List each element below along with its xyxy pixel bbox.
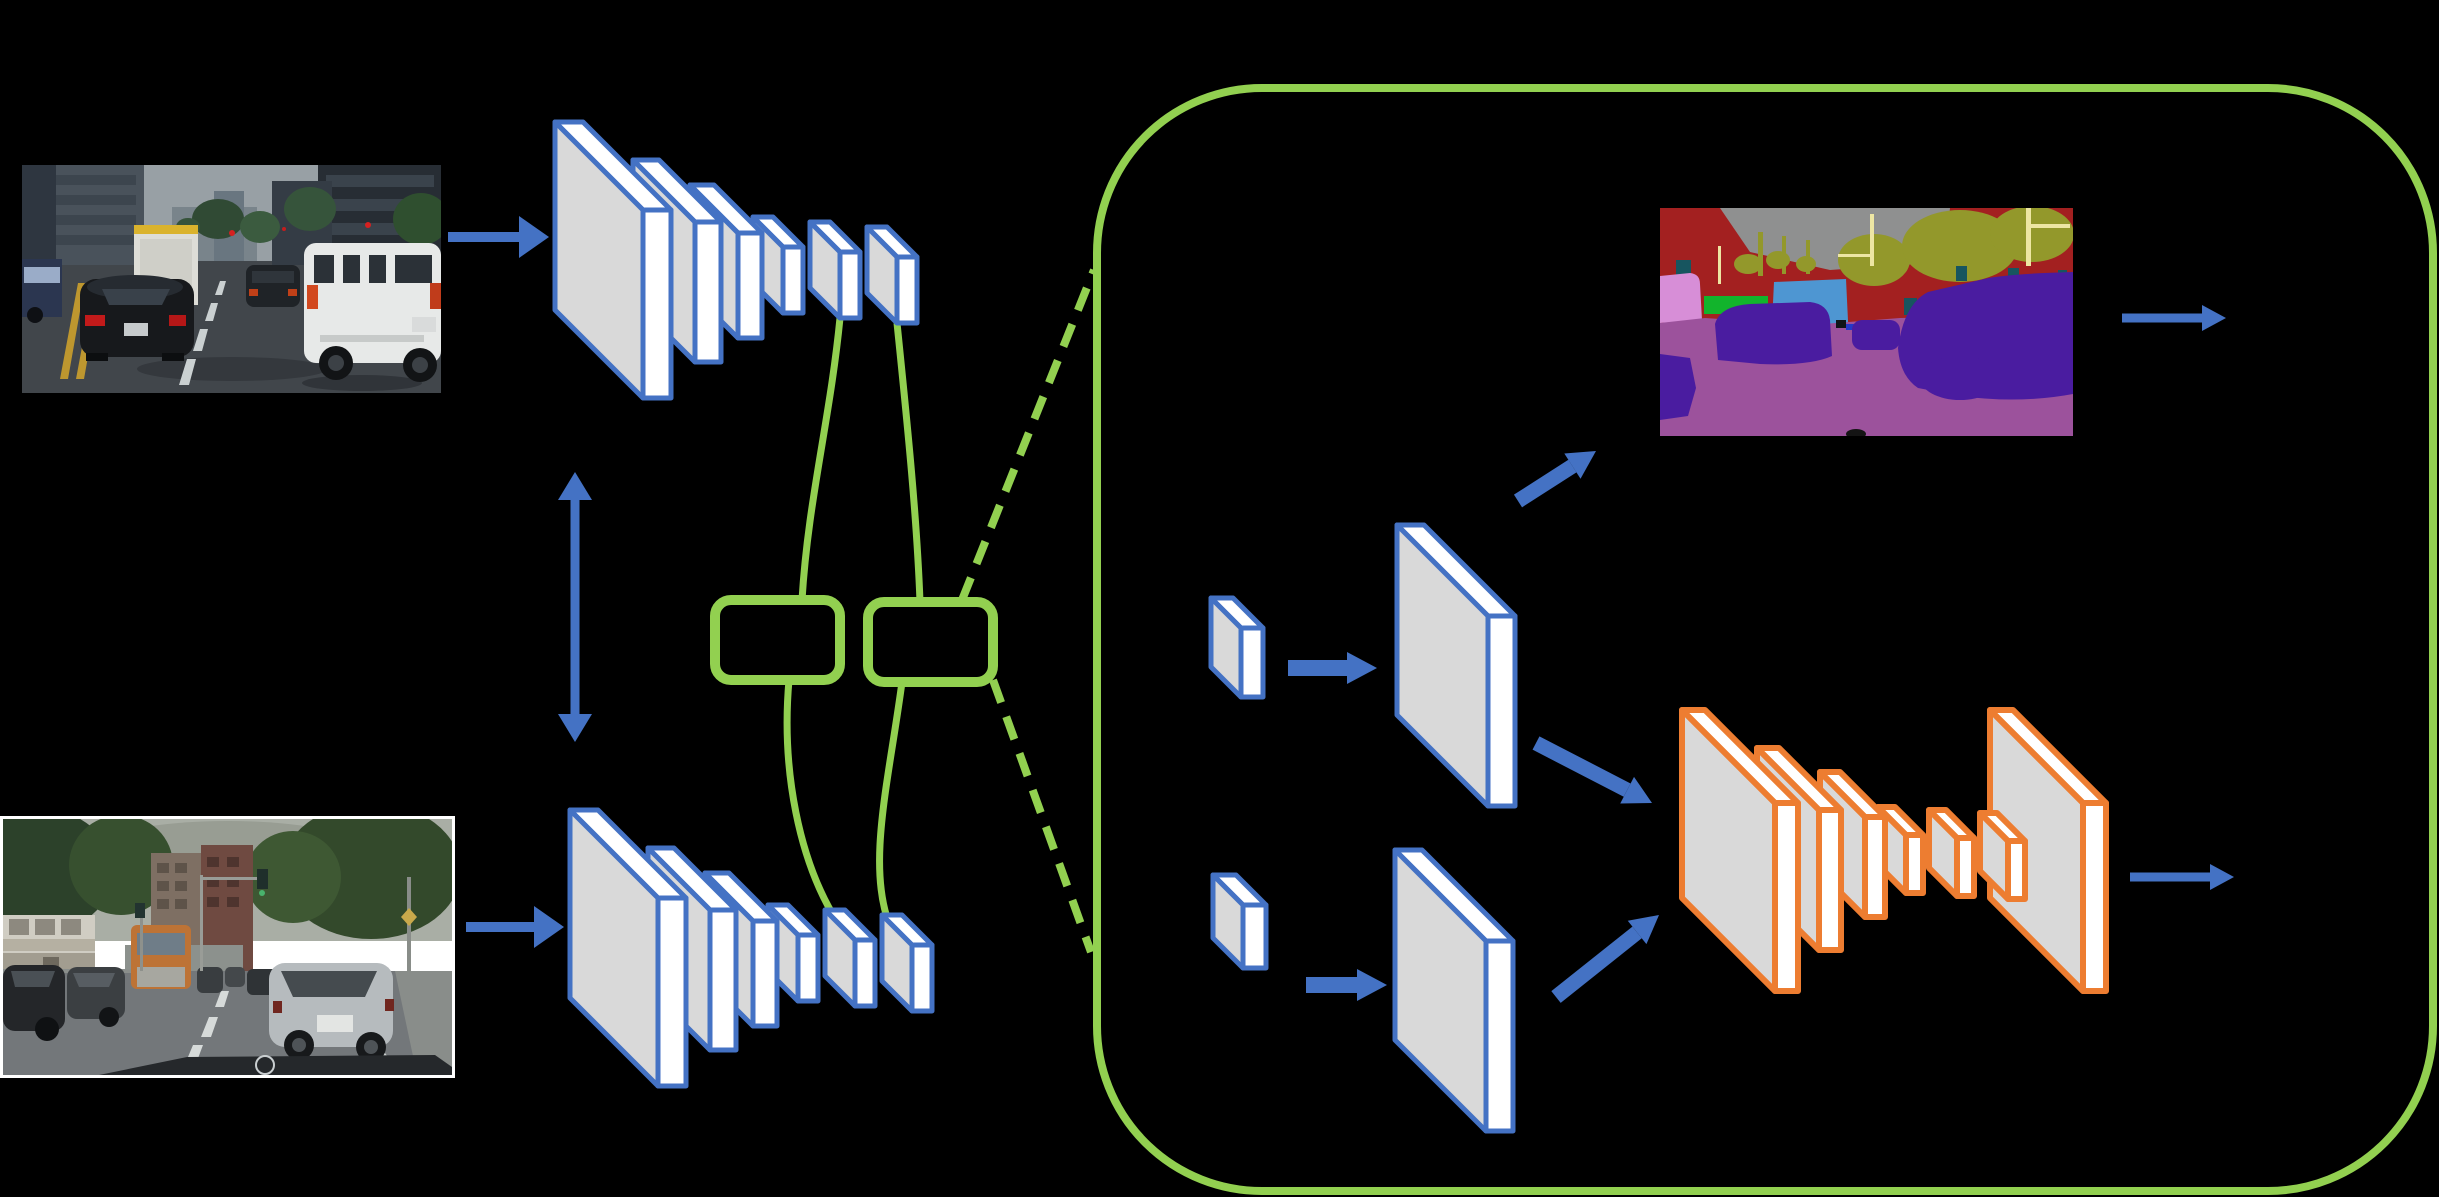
arrow-input-target xyxy=(466,906,564,948)
target-image-real xyxy=(0,816,455,1078)
decoder-slab-source xyxy=(1394,522,1518,809)
latent-box-1 xyxy=(710,595,845,685)
segmentation-output-image xyxy=(1660,208,2073,436)
arrow-weight-sharing xyxy=(558,472,592,742)
skip-source-2 xyxy=(893,322,924,603)
zoom-dash-lower xyxy=(989,678,1095,954)
skip-target-2 xyxy=(876,681,906,928)
refinement-network xyxy=(1679,707,2109,994)
latent-slab-source xyxy=(1208,595,1266,700)
zoom-panel xyxy=(1093,84,2437,1195)
source-encoder xyxy=(552,119,920,401)
zoom-dash-upper xyxy=(958,268,1098,602)
arrow-input-source xyxy=(448,216,549,258)
arrow-output-refined xyxy=(2130,864,2234,890)
arrow-latent-target xyxy=(1306,969,1387,1001)
latent-box-2 xyxy=(863,597,998,687)
arrow-output-segmentation xyxy=(2122,305,2226,331)
skip-target-1 xyxy=(783,679,841,925)
latent-slab-target xyxy=(1210,872,1269,971)
source-image-synthetic xyxy=(22,165,441,393)
arrow-to-segmentation xyxy=(1513,451,1596,508)
arrow-latent-source xyxy=(1288,652,1377,684)
arrow-target-branch-to-refine xyxy=(1551,915,1659,1003)
arrow-seg-branch-to-refine xyxy=(1532,736,1652,804)
skip-source-1 xyxy=(798,317,844,601)
target-encoder xyxy=(567,807,935,1089)
decoder-slab-target xyxy=(1392,847,1516,1134)
